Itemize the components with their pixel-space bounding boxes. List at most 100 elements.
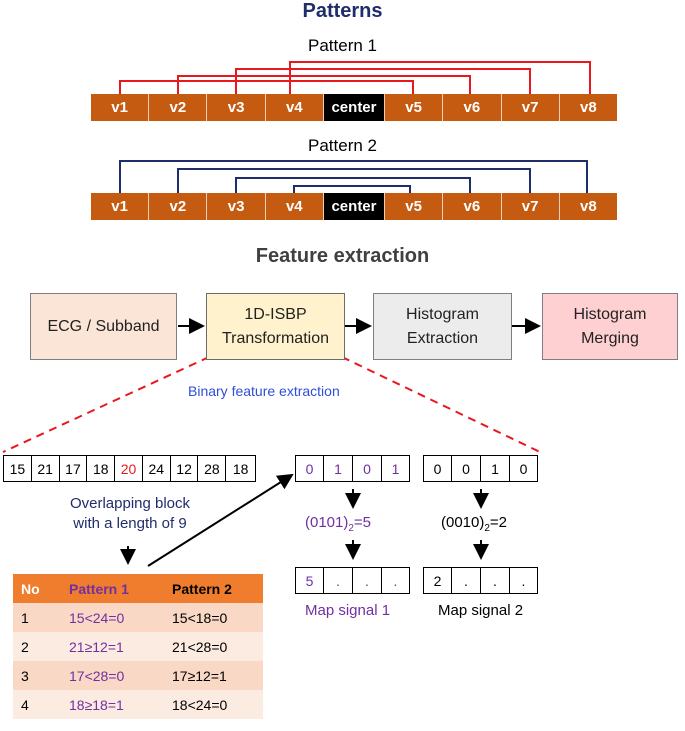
histogram-merging-label-2: Merging — [581, 329, 639, 347]
sequence-cell: 24 — [143, 456, 171, 481]
bit-cell: 0 — [452, 456, 481, 481]
pattern1-connections — [119, 61, 591, 94]
pattern1-cell: v5 — [385, 94, 444, 121]
pattern1-label: Pattern 1 — [308, 36, 377, 55]
pattern2-cell: v6 — [443, 193, 502, 220]
overlap-note-line1: Overlapping block — [69, 495, 191, 512]
equation-2-binary: (0010) — [441, 514, 485, 531]
table-row: 1 15<24=0 15<18=0 — [13, 603, 263, 632]
pattern2-cell: v4 — [266, 193, 324, 220]
histogram-extraction-label-1: Histogram — [406, 306, 479, 324]
table-row: 2 21≥12=1 21<28=0 — [13, 632, 263, 661]
table-cell: 17≥12=1 — [172, 667, 227, 684]
zoom-dashed-lines — [2, 356, 541, 453]
pattern1-bar: v1 v2 v3 v4 center v5 v6 v7 v8 — [91, 94, 617, 121]
bit-cell: 1 — [324, 456, 353, 481]
sequence-center-cell: 20 — [115, 456, 143, 481]
pattern1-center-cell: center — [323, 94, 386, 121]
transformation-box: 1D-ISBP Transformation — [206, 293, 345, 360]
map-cell: 5 — [296, 568, 324, 593]
sequence-cell: 18 — [87, 456, 116, 481]
bit-cell: 0 — [519, 460, 528, 477]
map-signal-2-row: 2 . . . — [423, 567, 538, 594]
pattern2-cell: v1 — [91, 193, 150, 220]
ecg-subband-box: ECG / Subband — [30, 293, 177, 360]
table-cell: 21≥12=1 — [69, 638, 124, 655]
equation-1-base: 2 — [348, 523, 354, 534]
table-cell: 2 — [21, 638, 29, 655]
sequence-cell: 18 — [232, 460, 249, 477]
table-cell: 15<18=0 — [172, 609, 228, 626]
equation-1-value: =5 — [353, 514, 372, 531]
table-row: 4 18≥18=1 18<24=0 — [13, 690, 263, 719]
pattern2-bar: v1 v2 v3 v4 center v5 v6 v7 v8 — [91, 193, 617, 220]
pattern1-cell: v6 — [443, 94, 502, 121]
sequence-cell: 15 — [4, 456, 32, 481]
table-header-pattern2: Pattern 2 — [172, 580, 232, 597]
map-cell: . — [393, 572, 398, 589]
map-signal-1-row: 5 . . . — [295, 567, 410, 594]
map-cell: . — [353, 568, 382, 593]
pattern2-cell: v7 — [502, 193, 560, 220]
table-header-no: No — [21, 580, 40, 597]
patterns-title: Patterns — [302, 0, 383, 22]
overlap-note-line2: with a length of 9 — [73, 515, 187, 533]
pattern2-label: Pattern 2 — [308, 136, 377, 155]
diagonal-arrow-to-bits — [147, 473, 294, 567]
map-cell: . — [324, 568, 353, 593]
transformation-label-2: Transformation — [222, 329, 329, 347]
pattern1-cell: v3 — [207, 94, 266, 121]
table-row: 3 17<28=0 17≥12=1 — [13, 661, 263, 690]
table-cell: 18≥18=1 — [69, 696, 124, 713]
map-signal-1-label: Map signal 1 — [305, 602, 391, 619]
table-header-row: No Pattern 1 Pattern 2 — [13, 574, 263, 603]
pattern2-cell: v2 — [149, 193, 208, 220]
table-cell: 17<28=0 — [69, 667, 125, 684]
map-cell: 2 — [424, 568, 452, 593]
map-signal-2-label: Map signal 2 — [438, 602, 524, 619]
table-cell: 15<24=0 — [69, 609, 125, 626]
equation-1: (0101)2=5 — [305, 514, 371, 534]
map-cell: . — [521, 572, 526, 589]
bit-cell: 1 — [481, 456, 510, 481]
table-header-pattern1: Pattern 1 — [69, 580, 129, 597]
table-cell: 3 — [21, 667, 29, 684]
histogram-merging-box: Histogram Merging — [542, 293, 678, 360]
pattern2-cell: v5 — [385, 193, 444, 220]
sequence-cell: 17 — [60, 456, 88, 481]
feature-extraction-title: Feature extraction — [255, 245, 430, 267]
equation-2-value: =2 — [489, 514, 508, 531]
table-cell: 18<24=0 — [172, 696, 228, 713]
sequence-cell: 12 — [171, 456, 199, 481]
table-cell: 21<28=0 — [172, 638, 228, 655]
input-sequence: 15 21 17 18 20 24 12 28 18 — [3, 455, 256, 482]
sequence-cell: 28 — [198, 456, 227, 481]
pattern1-cell: v2 — [149, 94, 208, 121]
comparison-table: No Pattern 1 Pattern 2 1 15<24=0 15<18=0… — [13, 574, 263, 719]
histogram-extraction-label-2: Extraction — [406, 329, 479, 347]
pattern2-connections — [119, 160, 588, 193]
pattern2-center-cell: center — [323, 193, 386, 220]
pattern2-cell: v8 — [580, 198, 597, 215]
bits1-row: 0 1 0 1 — [295, 455, 410, 482]
pattern1-cell: v1 — [91, 94, 150, 121]
bit-cell: 0 — [424, 456, 452, 481]
table-cell: 1 — [21, 609, 29, 626]
transformation-label-1: 1D-ISBP — [244, 306, 307, 324]
map-cell: . — [481, 568, 510, 593]
bit-cell: 0 — [353, 456, 382, 481]
bits2-row: 0 0 1 0 — [423, 455, 538, 482]
ecg-subband-label: ECG / Subband — [47, 317, 160, 335]
map-cell: . — [452, 568, 481, 593]
table-cell: 4 — [21, 696, 29, 713]
histogram-merging-label-1: Histogram — [573, 306, 647, 324]
bit-cell: 0 — [296, 456, 324, 481]
equation-2: (0010)2=2 — [441, 514, 507, 534]
pattern1-cell: v8 — [580, 99, 597, 116]
equation-1-binary: (0101) — [305, 514, 349, 531]
pattern1-cell: v7 — [502, 94, 560, 121]
bit-cell: 1 — [391, 460, 400, 477]
equation-2-base: 2 — [484, 523, 490, 534]
pattern2-cell: v3 — [207, 193, 266, 220]
